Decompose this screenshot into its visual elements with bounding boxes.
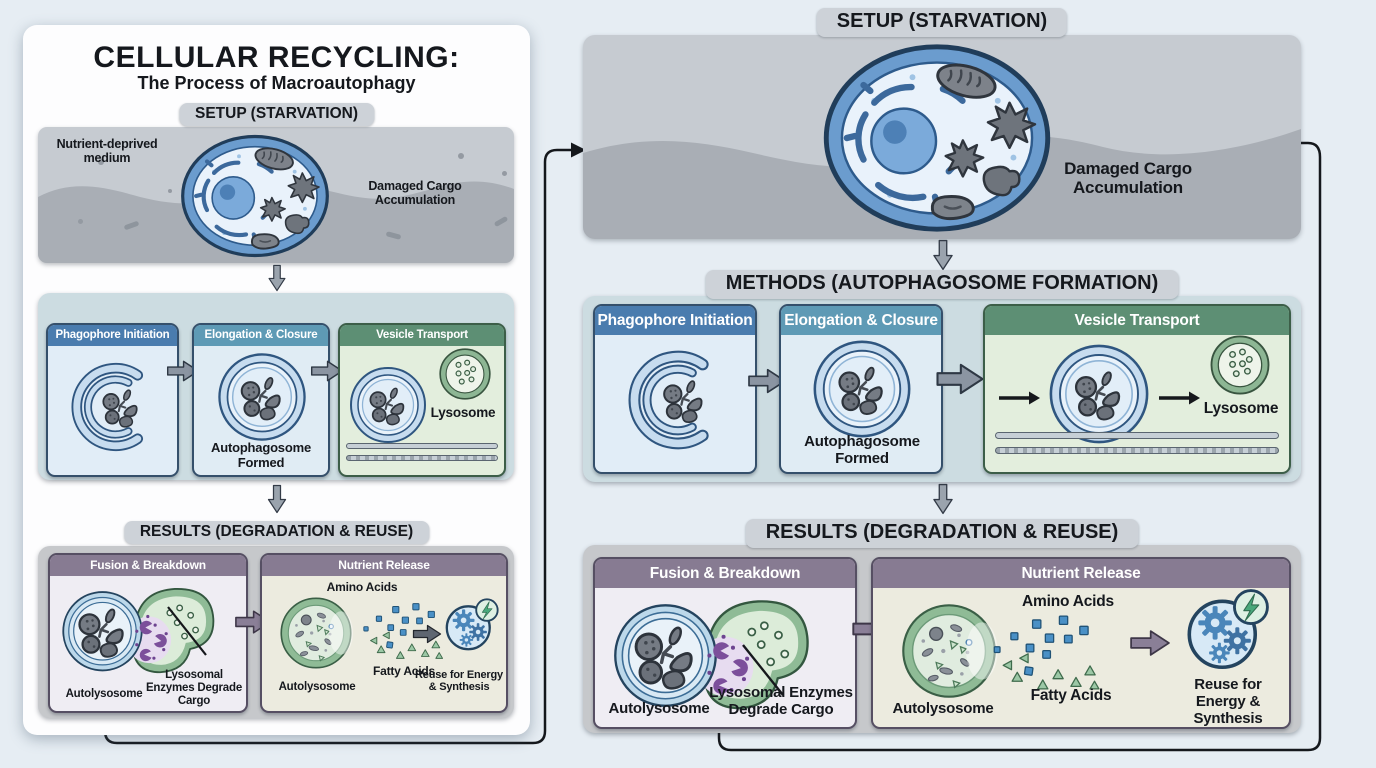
step-elongation-header: Elongation & Closure <box>194 325 328 346</box>
fatty-acids-label: Fatty Acids <box>1030 687 1112 704</box>
autophagosome-illustration <box>348 365 428 445</box>
step-elongation-box: Elongation & Closure Autophagosome Forme… <box>779 304 943 474</box>
reuse-gears-illustration <box>444 597 500 653</box>
green-autolysosome-illustration <box>278 595 354 671</box>
amino-acids-label: Amino Acids <box>326 580 398 594</box>
green-autolysosome-illustration <box>899 601 999 701</box>
autophagosome-illustration <box>216 351 308 443</box>
results-container: Fusion & Breakdown Autolysosome Lysosoma… <box>583 545 1301 733</box>
microtubule-track <box>995 447 1279 454</box>
damaged-cargo-label: Damaged Cargo Accumulation <box>368 179 462 207</box>
fusion-header: Fusion & Breakdown <box>50 555 246 576</box>
microtubule-track <box>346 455 498 461</box>
fusion-header: Fusion & Breakdown <box>595 559 855 588</box>
lysosome-label: Lysosome <box>1203 400 1279 417</box>
autophagosome-illustration <box>811 338 913 440</box>
phagophore-illustration <box>619 344 731 456</box>
reuse-gears-illustration <box>1185 587 1271 673</box>
step-elongation-box: Elongation & Closure Autophagosome Forme… <box>192 323 330 477</box>
page-subtitle: The Process of Macroautophagy <box>137 73 416 93</box>
step-vesicle-header: Vesicle Transport <box>985 306 1289 335</box>
nutrient-molecules <box>989 611 1117 694</box>
enzymes-label: Lysosomal Enzymes Degrade Cargo <box>145 669 243 707</box>
step-phagophore-header: Phagophore Initiation <box>595 306 755 335</box>
left-loop-line <box>103 148 574 745</box>
step-vesicle-header: Vesicle Transport <box>340 325 504 346</box>
lysosome-illustration <box>1209 334 1271 396</box>
results-tab: RESULTS (DEGRADATION & REUSE) <box>745 519 1139 548</box>
detail-panel: SETUP (STARVATION) Damaged Cargo Accumul… <box>583 0 1301 768</box>
setup-to-methods-arrow <box>260 264 294 292</box>
step-vesicle-box: Vesicle Transport Lysosome <box>338 323 506 477</box>
setup-box: Nutrient-deprived medium Damaged Cargo A… <box>38 127 514 263</box>
cell-illustration <box>819 40 1055 236</box>
autophagosome-illustration <box>1047 342 1151 446</box>
setup-tab: SETUP (STARVATION) <box>816 8 1068 37</box>
nutrient-box: Nutrient Release Amino Acids Fatty Acids… <box>260 553 508 713</box>
autolysosome-label: Autolysosome <box>892 700 994 717</box>
lysosome-label: Lysosome <box>430 405 496 420</box>
methods-container: Phagophore Initiation Elongation & Closu… <box>583 296 1301 482</box>
medium-label: Nutrient-deprived medium <box>56 137 158 165</box>
nutrient-to-reuse-arrow <box>412 623 442 645</box>
autophagosome-formed-label: Autophagosome Formed <box>804 433 920 467</box>
microtubule-track <box>995 432 1279 439</box>
autolysosome-label: Autolysosome <box>608 700 710 717</box>
methods-container: Phagophore Initiation Elongation & Closu… <box>38 293 514 480</box>
nutrient-to-reuse-arrow <box>1129 623 1171 663</box>
autolysosome-label: Autolysosome <box>278 681 356 693</box>
nutrient-box: Nutrient Release Amino Acids Fatty Acids… <box>871 557 1291 729</box>
fusion-box: Fusion & Breakdown Autolysosome Lysosoma… <box>48 553 248 713</box>
step-vesicle-box: Vesicle Transport Lysosome <box>983 304 1291 474</box>
fatty-acids-label: Fatty Acids <box>372 664 436 678</box>
poster-card: CELLULAR RECYCLING: The Process of Macro… <box>23 25 530 735</box>
reuse-label: Reuse for Energy & Synthesis <box>415 669 503 694</box>
step-phagophore-box: Phagophore Initiation <box>46 323 179 477</box>
phagophore-illustration <box>63 357 163 457</box>
nutrient-header: Nutrient Release <box>262 555 506 576</box>
step-phagophore-header: Phagophore Initiation <box>48 325 177 346</box>
enzyme-pointer-line <box>742 644 784 696</box>
amino-acids-label: Amino Acids <box>1022 593 1114 610</box>
enzyme-pointer-line <box>167 606 207 656</box>
step-phagophore-box: Phagophore Initiation <box>593 304 757 474</box>
lysosome-illustration <box>438 347 492 401</box>
autophagosome-formed-label: Autophagosome Formed <box>211 440 311 470</box>
results-container: Fusion & Breakdown Autolysosome Lysosoma… <box>38 546 514 718</box>
reuse-label: Reuse for Energy & Synthesis <box>1193 676 1263 727</box>
enzymes-label: Lysosomal Enzymes Degrade Cargo <box>709 684 853 718</box>
fusion-box: Fusion & Breakdown Autolysosome Lysosoma… <box>593 557 857 729</box>
methods-to-results-arrow <box>922 483 964 515</box>
right-loop-line <box>717 141 1322 752</box>
microtubule-track <box>346 443 498 449</box>
setup-box: Damaged Cargo Accumulation <box>583 35 1301 239</box>
cell-illustration <box>178 132 332 260</box>
methods-arrow-2 <box>935 358 985 400</box>
setup-to-methods-arrow <box>922 239 964 271</box>
damaged-cargo-label: Damaged Cargo Accumulation <box>1064 159 1192 198</box>
results-tab: RESULTS (DEGRADATION & REUSE) <box>123 521 430 544</box>
left-loop-arrowhead <box>571 142 586 158</box>
nutrient-header: Nutrient Release <box>873 559 1289 588</box>
setup-tab: SETUP (STARVATION) <box>178 103 375 126</box>
step-elongation-header: Elongation & Closure <box>781 306 941 335</box>
methods-tab: METHODS (AUTOPHAGOSOME FORMATION) <box>705 270 1179 299</box>
page-title: CELLULAR RECYCLING: <box>93 41 460 74</box>
transport-arrow-in <box>997 390 1041 406</box>
methods-to-results-arrow <box>260 484 294 514</box>
autolysosome-label: Autolysosome <box>65 688 143 700</box>
